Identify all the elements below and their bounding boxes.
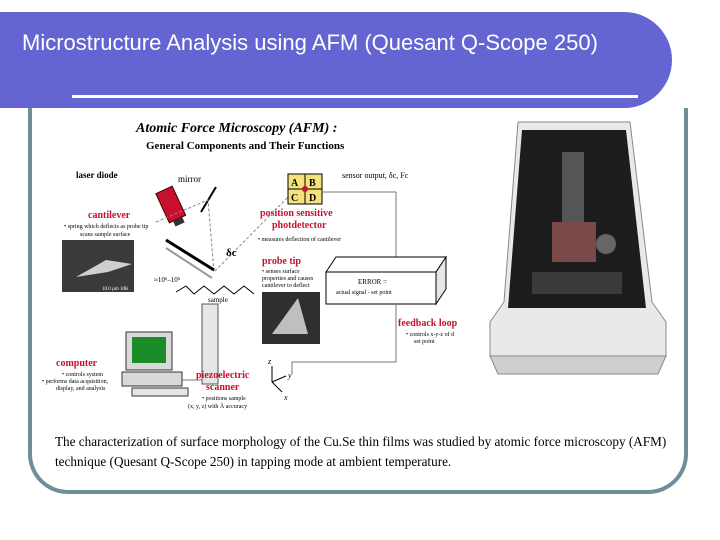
scanner-pillar — [201, 303, 219, 385]
instrument-stage — [532, 272, 622, 294]
axis-y: y — [287, 371, 292, 380]
quadrant-b: B — [309, 178, 316, 189]
feedback-label: feedback loop — [398, 318, 458, 329]
sample-label: sample — [208, 296, 228, 304]
probe-sem-shape — [272, 298, 308, 334]
error-label-2: actual signal - set point — [336, 290, 392, 296]
photodetector — [287, 173, 323, 205]
laser-label: laser diode — [76, 170, 118, 180]
axis-z: z — [267, 357, 272, 366]
mirror-label: mirror — [178, 174, 201, 184]
sample-surface — [175, 285, 255, 295]
cantilever-note-2: scans sample surface — [80, 231, 131, 238]
slide-title: Microstructure Analysis using AFM (Quesa… — [22, 30, 598, 55]
computer-note-3: display, and analysis — [56, 386, 106, 392]
quadrant-a: A — [291, 178, 299, 189]
probe-note-1: • senses surface — [262, 268, 300, 275]
computer-graphic — [121, 331, 189, 397]
piezo-label-1: piezoelectric — [196, 370, 250, 381]
error-box — [325, 255, 447, 306]
mirror — [200, 186, 217, 213]
diagram-heading: Atomic Force Microscopy (AFM) : — [135, 121, 337, 136]
afm-diagram: Atomic Force Microscopy (AFM) : General … — [36, 112, 476, 417]
quadrant-d: D — [309, 193, 316, 204]
sensor-output-label: sensor output, δc, Fc — [342, 171, 409, 180]
instrument-head — [552, 222, 596, 262]
probe-tip-label: probe tip — [262, 256, 301, 267]
instrument-column — [562, 152, 584, 242]
slide-caption: The characterization of surface morpholo… — [55, 434, 667, 469]
scale-label: ≈10⁶–10⁵ — [154, 276, 181, 284]
laser-diode — [155, 185, 187, 227]
cantilever-beam-deflected — [165, 247, 213, 279]
feedback-note-2: set point — [414, 339, 435, 345]
delta-c-label: δc — [226, 247, 237, 259]
piezo-label-2: scanner — [206, 382, 240, 393]
cantilever-label: cantilever — [88, 210, 131, 221]
probe-note-2: properties and causes — [262, 276, 314, 282]
instrument-knob — [596, 234, 616, 254]
computer-label: computer — [56, 358, 98, 369]
diagram-subheading: General Components and Their Functions — [146, 140, 345, 152]
psd-label-1: position sensitive — [260, 208, 333, 219]
piezo-note-2: (x, y, z) with Å accuracy — [188, 402, 247, 410]
error-label-1: ERROR = — [358, 278, 387, 286]
feedback-line — [291, 304, 397, 374]
qscope-instrument-photo — [489, 121, 667, 375]
title-banner — [0, 12, 672, 108]
cantilever-note-1: • spring which deflects as probe tip — [64, 223, 148, 230]
sem-scale-label: 10.0 µm 10K — [102, 287, 129, 292]
quadrant-c: C — [291, 193, 298, 204]
instrument-base — [489, 355, 667, 375]
psd-label-2: photdetector — [272, 220, 327, 231]
computer-note-2: • performs data acquisition, — [42, 378, 109, 385]
laser-beam — [155, 193, 292, 274]
piezo-note-1: • positions sample — [202, 396, 246, 402]
axis-x: x — [283, 393, 288, 402]
title-underline — [72, 95, 638, 98]
cantilever-sem-shape — [76, 260, 132, 277]
probe-note-3: cantilever to deflect — [262, 282, 310, 289]
cantilever-beam — [165, 238, 215, 272]
feedback-note-1: • controls x-y-z of d — [406, 331, 454, 338]
axis-indicator — [271, 366, 287, 393]
computer-note-1: • controls system — [62, 372, 103, 378]
psd-note: • measures deflection of cantilever — [258, 236, 341, 243]
